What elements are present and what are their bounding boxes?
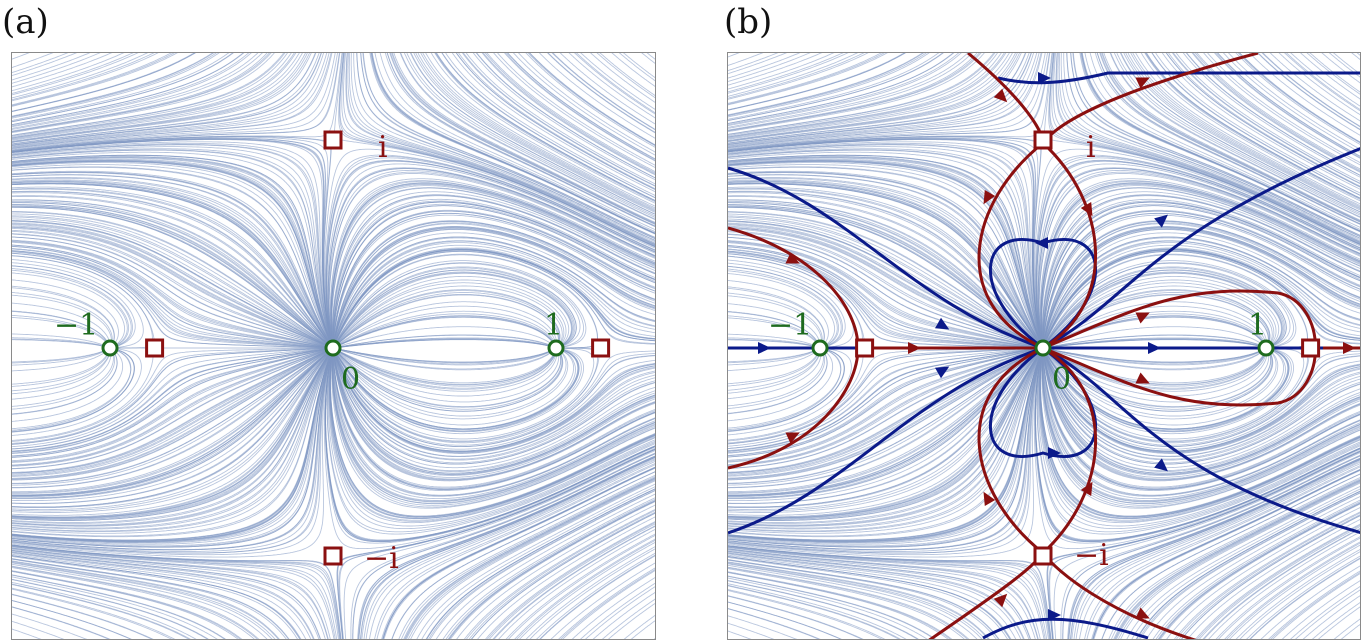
- pole-label-minus-i: −i: [1074, 538, 1109, 573]
- streamline: [1227, 544, 1361, 640]
- pole-marker: [1303, 340, 1319, 356]
- pole-marker: [857, 340, 873, 356]
- streamline: [728, 591, 901, 640]
- zero-label-1: 1: [1248, 308, 1267, 343]
- zero-label-minus-1: −1: [54, 308, 98, 343]
- zero-marker: [103, 341, 117, 355]
- streamline: [571, 579, 656, 640]
- streamline: [12, 350, 328, 466]
- pole-marker: [325, 132, 341, 148]
- panel-b: −1 0 1 i −i: [727, 52, 1361, 640]
- panel-a: −1 0 1 i −i: [11, 52, 656, 640]
- streamline: [1335, 53, 1362, 72]
- trajectory-arrow: [1148, 342, 1161, 354]
- zero-label-minus-1: −1: [768, 308, 812, 343]
- pole-label-minus-i: −i: [364, 541, 399, 576]
- trajectory: [968, 53, 1258, 143]
- pole-marker: [1035, 548, 1051, 564]
- streamline: [12, 585, 206, 640]
- streamline: [598, 53, 656, 95]
- zero-marker: [326, 341, 340, 355]
- panel-a-plot: −1 0 1 i −i: [12, 53, 656, 640]
- panel-b-plot: −1 0 1 i −i: [728, 53, 1361, 640]
- streamline: [585, 590, 656, 640]
- pole-marker: [147, 340, 163, 356]
- streamline: [1295, 593, 1361, 641]
- zero-label-0: 0: [1052, 362, 1071, 397]
- streamline: [728, 610, 843, 640]
- pole-marker: [593, 340, 609, 356]
- zero-label-0: 0: [341, 362, 360, 397]
- streamline: [625, 53, 657, 75]
- streamline: [335, 353, 656, 452]
- trajectory-arrow: [1135, 373, 1149, 384]
- streamline: [337, 352, 562, 410]
- streamline: [1199, 526, 1361, 640]
- trajectory-arrow: [758, 342, 771, 354]
- pole-marker: [1035, 132, 1051, 148]
- pole-label-i: i: [378, 130, 388, 165]
- streamline: [509, 53, 656, 159]
- streamline: [12, 53, 111, 79]
- streamline: [12, 351, 105, 366]
- panel-a-label: (a): [2, 2, 49, 42]
- zero-marker: [813, 341, 827, 355]
- panel-b-label: (b): [724, 2, 772, 42]
- streamline: [728, 351, 815, 366]
- streamline: [12, 352, 115, 411]
- zero-label-1: 1: [544, 308, 563, 343]
- pole-label-i: i: [1086, 130, 1096, 165]
- zero-marker: [1036, 341, 1050, 355]
- streamline: [603, 53, 657, 93]
- streamline: [12, 351, 328, 484]
- pole-marker: [325, 548, 341, 564]
- zero-marker: [1259, 341, 1273, 355]
- zero-marker: [549, 341, 563, 355]
- streamline: [1047, 352, 1272, 410]
